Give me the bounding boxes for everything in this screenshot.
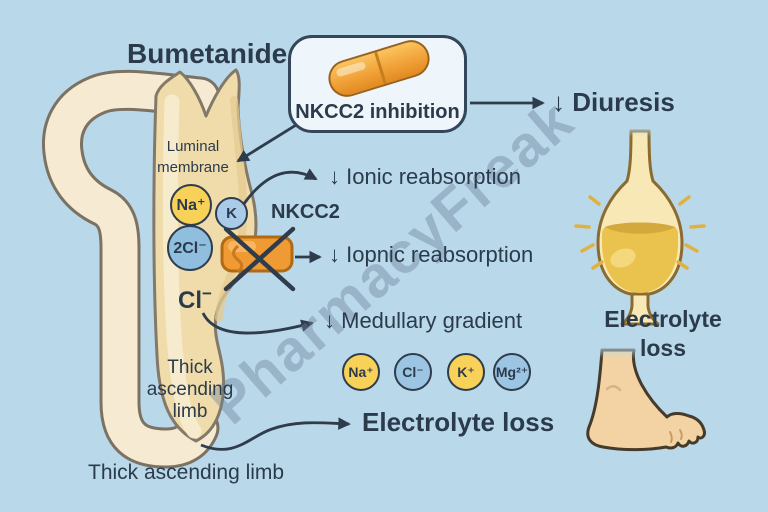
effect-diuresis: ↓ Diuresis — [552, 87, 675, 117]
nkcc2-transporter-shape — [220, 226, 296, 292]
urine-flask-illustration — [574, 124, 706, 326]
effect-ionic-reabsorption-1: ↓ Ionic reabsorption — [329, 164, 521, 189]
drug-box: NKCC2 inhibition — [288, 35, 467, 133]
thick-inner-line3: limb — [172, 401, 208, 422]
electrolyte-potassium-badge: K⁺ — [447, 353, 485, 391]
arrow-limb-to-electrolyte-loss — [200, 417, 351, 451]
x-mark-icon — [223, 226, 296, 292]
electrolyte-chloride-badge: Cl⁻ — [394, 353, 432, 391]
chloride2-ion-badge: 2Cl⁻ — [167, 225, 213, 271]
effect-medullary-gradient: ↓ Medullary gradient — [324, 308, 523, 333]
arrow-k-to-ionic — [241, 168, 318, 206]
capsule-seam — [374, 51, 387, 85]
sparkle-icons — [574, 195, 706, 270]
capsule-shine — [335, 61, 367, 78]
foot-illustration — [586, 342, 706, 452]
electrolyte-sodium-badge: Na⁺ — [342, 353, 380, 391]
chloride-base: Cl — [178, 287, 202, 314]
chloride-charge: − — [202, 284, 212, 303]
potassium-ion-badge: K — [215, 197, 248, 230]
effect-electrolyte-loss: Electrolyte loss — [362, 407, 555, 437]
thick-ascending-limb-bottom-label: Thick ascending limb — [88, 461, 285, 484]
electrolyte-magnesium-badge: Mg²⁺ — [493, 353, 531, 391]
electrolyte-right-line2: loss — [639, 335, 687, 361]
electrolyte-right-line1: Electrolyte — [604, 306, 722, 332]
electrolyte-loss-right-label: Electrolyte loss — [597, 305, 729, 363]
luminal-membrane-label: Luminal membrane — [143, 136, 243, 178]
chloride-ion-label: Cl− — [178, 284, 212, 315]
thick-inner-line2: ascending — [146, 379, 234, 400]
thick-ascending-limb-inner-label: Thick ascending limb — [138, 357, 242, 423]
luminal-membrane-line1: Luminal — [166, 138, 220, 155]
effect-ionic-reabsorption-2: ↓ Iopnic reabsorption — [329, 242, 534, 267]
transporter-label: NKCC2 — [271, 201, 340, 223]
luminal-membrane-line2: membrane — [157, 159, 229, 176]
drug-box-label: NKCC2 inhibition — [295, 101, 460, 123]
arrow-cl-to-medullary — [201, 312, 314, 335]
thick-inner-line1: Thick — [167, 357, 213, 378]
sodium-ion-badge: Na⁺ — [170, 184, 212, 226]
page-title: Bumetanide — [127, 38, 288, 69]
capsule-icon — [323, 35, 435, 102]
